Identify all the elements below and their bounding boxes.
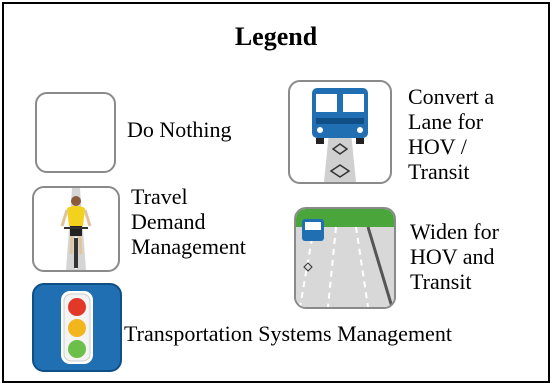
do-nothing-text: Do Nothing	[127, 117, 232, 142]
travel-demand-line-3: Management	[131, 234, 246, 259]
widen-label: Widen for HOV and Transit	[410, 219, 499, 294]
tsm-text: Transportation Systems Management	[124, 321, 452, 346]
widened-highway-icon	[294, 207, 396, 309]
convert-lane-label: Convert a Lane for HOV / Transit	[408, 84, 494, 184]
legend-panel: Legend Do Nothing Travel Demand Manageme…	[2, 2, 550, 383]
traffic-light-icon	[32, 283, 122, 372]
travel-demand-line-2: Demand	[131, 209, 206, 234]
convert-lane-line-2: Lane for	[408, 109, 484, 134]
convert-lane-line-1: Convert a	[408, 84, 495, 109]
travel-demand-line-1: Travel	[131, 184, 188, 209]
cyclist-icon	[32, 186, 120, 272]
blank-box-icon	[35, 92, 116, 173]
convert-lane-line-3: HOV /	[408, 134, 467, 159]
bus-hov-lane-icon	[288, 80, 392, 184]
widen-line-3: Transit	[410, 269, 472, 294]
widen-line-2: HOV and	[410, 244, 495, 269]
travel-demand-label: Travel Demand Management	[131, 184, 246, 259]
tsm-label: Transportation Systems Management	[124, 321, 452, 346]
do-nothing-label: Do Nothing	[127, 117, 232, 142]
convert-lane-line-4: Transit	[408, 159, 470, 184]
widen-line-1: Widen for	[410, 219, 499, 244]
legend-title: Legend	[234, 22, 318, 51]
